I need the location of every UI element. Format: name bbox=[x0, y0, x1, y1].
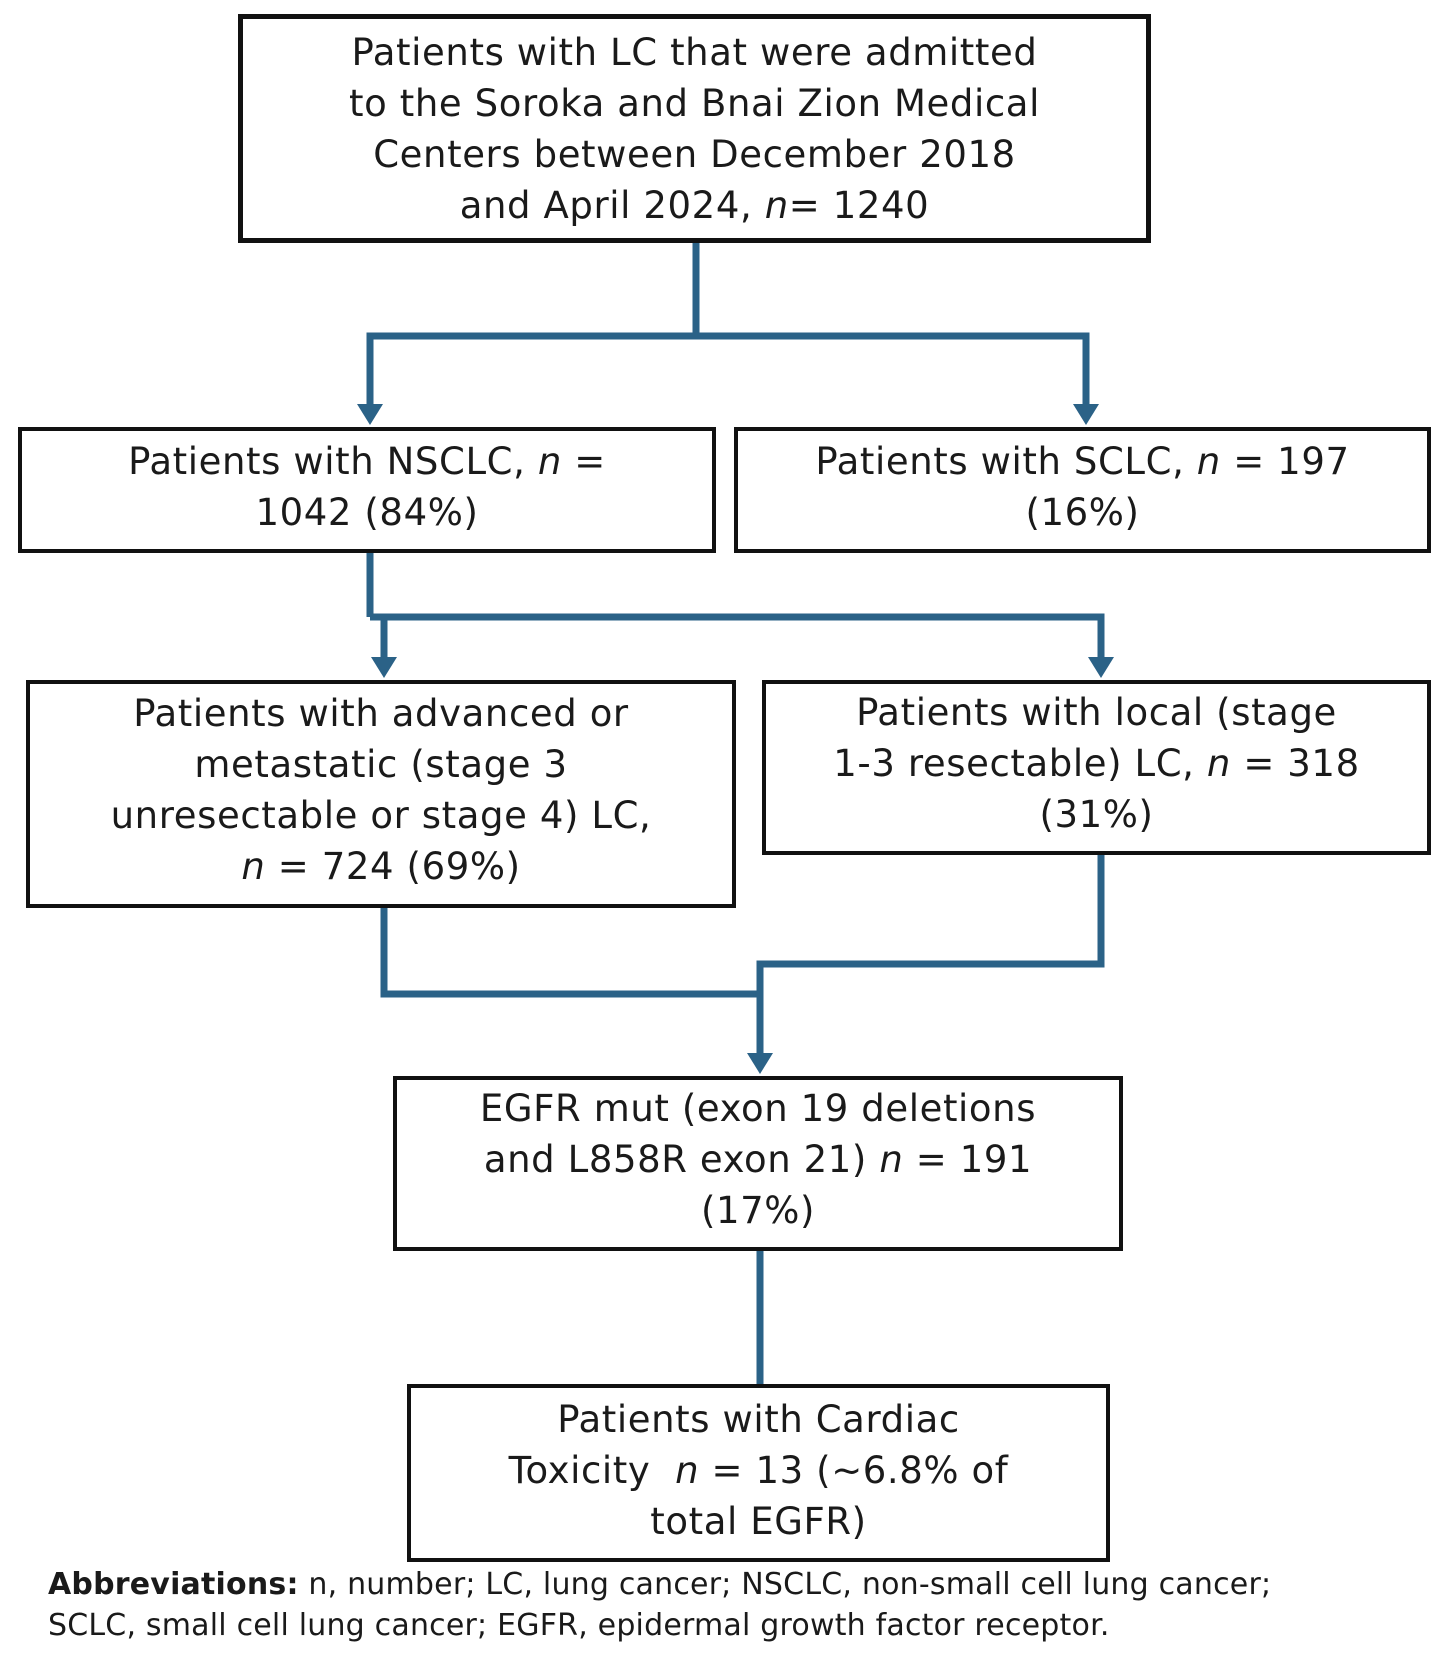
abbreviations-text-1: n, number; LC, lung cancer; NSCLC, non-s… bbox=[298, 1567, 1272, 1602]
box-local-line-1: Patients with local (stage bbox=[856, 691, 1337, 734]
arrowhead-egfr bbox=[747, 1053, 773, 1074]
n-symbol: n bbox=[764, 183, 789, 227]
box-local-line-3: (31%) bbox=[1039, 793, 1154, 836]
connector-local-down bbox=[756, 855, 1105, 1054]
box-nsclc-equals: = bbox=[561, 440, 606, 483]
abbreviations-label: Abbreviations: bbox=[48, 1567, 299, 1602]
box-nsclc-label: Patients with NSCLC, bbox=[128, 440, 538, 483]
abbreviations-line-1: Abbreviations: n, number; LC, lung cance… bbox=[48, 1564, 1428, 1605]
connector-to-nsclc bbox=[366, 332, 696, 405]
box-top-line-2: to the Soroka and Bnai Zion Medical bbox=[349, 81, 1040, 125]
box-local-label: 1-3 resectable) LC, bbox=[833, 742, 1207, 785]
box-nsclc: Patients with NSCLC, n = 1042 (84%) bbox=[18, 427, 716, 553]
box-top-line-4-prefix: and April 2024, bbox=[459, 183, 765, 227]
box-top-line-4: and April 2024, n= 1240 bbox=[460, 180, 930, 231]
box-egfr-mutation: EGFR mut (exon 19 deletions and L858R ex… bbox=[393, 1076, 1123, 1251]
box-cardiac-count: = 13 (~6.8% of bbox=[699, 1448, 1009, 1492]
arrowhead-sclc bbox=[1073, 404, 1099, 425]
connector-to-sclc bbox=[696, 332, 1090, 405]
connector-to-advanced bbox=[370, 613, 388, 658]
abbreviations-line-2: SCLC, small cell lung cancer; EGFR, epid… bbox=[48, 1608, 1110, 1643]
box-local-count: = 318 bbox=[1230, 742, 1360, 785]
n-symbol: n bbox=[241, 845, 266, 888]
box-sclc-line-2: (16%) bbox=[1025, 491, 1140, 534]
box-sclc: Patients with SCLC, n = 197 (16%) bbox=[734, 427, 1431, 553]
n-symbol: n bbox=[537, 440, 562, 483]
connector-to-local bbox=[370, 613, 1105, 658]
box-local-line-2: 1-3 resectable) LC, n = 318 bbox=[833, 738, 1359, 789]
box-advanced-line-4: n = 724 (69%) bbox=[241, 841, 520, 892]
arrowhead-advanced bbox=[371, 657, 397, 678]
box-local-resectable: Patients with local (stage 1-3 resectabl… bbox=[762, 680, 1431, 855]
box-top-line-1: Patients with LC that were admitted bbox=[351, 30, 1038, 74]
box-nsclc-line-2: 1042 (84%) bbox=[255, 491, 479, 534]
box-sclc-label: Patients with SCLC, bbox=[815, 440, 1197, 483]
arrowhead-nsclc bbox=[357, 404, 383, 425]
abbreviations-note: Abbreviations: n, number; LC, lung cance… bbox=[48, 1564, 1428, 1646]
box-sclc-line-1: Patients with SCLC, n = 197 bbox=[815, 436, 1349, 487]
box-nsclc-line-1: Patients with NSCLC, n = bbox=[128, 436, 606, 487]
n-symbol: n bbox=[675, 1448, 700, 1492]
box-cardiac-toxicity: Patients with Cardiac Toxicity n = 13 (~… bbox=[407, 1384, 1110, 1562]
box-all-lc-patients: Patients with LC that were admitted to t… bbox=[238, 14, 1151, 243]
n-symbol: n bbox=[1206, 742, 1231, 785]
box-top-line-4-count: = 1240 bbox=[788, 183, 930, 227]
box-cardiac-line-1: Patients with Cardiac bbox=[557, 1397, 960, 1441]
n-symbol: n bbox=[879, 1138, 904, 1181]
box-egfr-label: and L858R exon 21) bbox=[483, 1138, 880, 1181]
n-symbol: n bbox=[1196, 440, 1221, 483]
box-advanced-line-1: Patients with advanced or bbox=[133, 692, 629, 735]
box-egfr-line-1: EGFR mut (exon 19 deletions bbox=[479, 1087, 1037, 1130]
box-egfr-count: = 191 bbox=[903, 1138, 1033, 1181]
box-advanced-metastatic: Patients with advanced or metastatic (st… bbox=[26, 680, 736, 908]
box-advanced-line-3: unresectable or stage 4) LC, bbox=[110, 794, 652, 837]
box-egfr-line-2: and L858R exon 21) n = 191 bbox=[484, 1134, 1032, 1185]
box-egfr-line-3: (17%) bbox=[700, 1189, 816, 1232]
box-top-line-3: Centers between December 2018 bbox=[373, 132, 1016, 176]
arrowhead-local bbox=[1088, 657, 1114, 678]
box-cardiac-line-2: Toxicity n = 13 (~6.8% of bbox=[509, 1445, 1009, 1496]
box-advanced-count: = 724 (69%) bbox=[265, 845, 521, 888]
box-advanced-line-2: metastatic (stage 3 bbox=[194, 743, 568, 786]
box-cardiac-line-3: total EGFR) bbox=[650, 1499, 867, 1543]
box-cardiac-label: Toxicity bbox=[508, 1448, 676, 1492]
box-sclc-count: = 197 bbox=[1220, 440, 1350, 483]
connector-advanced-down bbox=[380, 908, 760, 998]
